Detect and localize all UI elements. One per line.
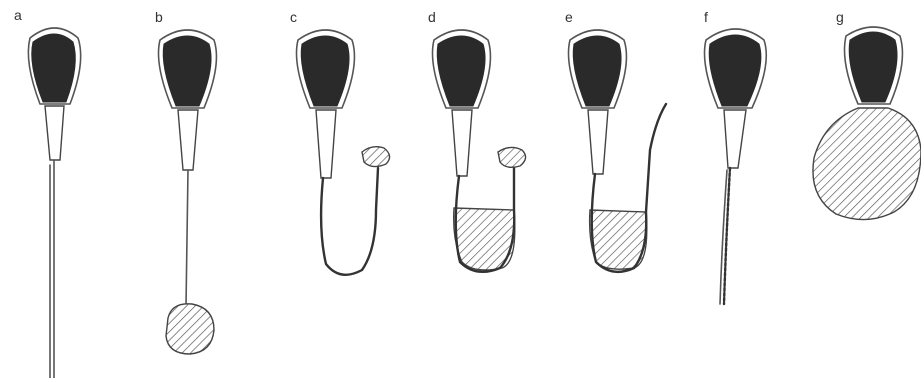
panel-g: g xyxy=(813,9,921,220)
tail-tip-droplet xyxy=(498,147,526,167)
panel-label-f: f xyxy=(704,9,708,25)
sperm-head xyxy=(437,36,485,106)
panel-e: e xyxy=(565,9,666,272)
panel-label-c: c xyxy=(290,9,297,25)
midpiece xyxy=(724,110,746,168)
sperm-head xyxy=(32,34,76,102)
panel-d: d xyxy=(428,9,526,272)
panel-label-d: d xyxy=(428,9,436,25)
tail xyxy=(186,170,188,306)
panel-label-e: e xyxy=(565,9,573,25)
midpiece xyxy=(316,110,336,178)
sperm-head xyxy=(163,36,211,106)
panel-label-b: b xyxy=(155,9,163,25)
midpiece xyxy=(178,110,198,170)
tail-tip-droplet xyxy=(362,147,390,167)
sperm-head xyxy=(849,32,897,102)
panel-label-a: a xyxy=(14,7,22,23)
panel-f: f xyxy=(704,9,766,304)
panel-c: c xyxy=(290,9,390,275)
sperm-head xyxy=(573,36,621,106)
sperm-head xyxy=(709,35,761,106)
midpiece xyxy=(452,110,472,176)
midpiece xyxy=(45,106,64,160)
sperm-head xyxy=(301,36,349,106)
panel-label-g: g xyxy=(836,9,844,25)
twisted-tail xyxy=(724,168,730,304)
panel-b: b xyxy=(155,9,216,354)
panel-a: a xyxy=(14,7,81,378)
cytoplasmic-droplet xyxy=(166,304,214,354)
coiled-tail xyxy=(321,168,378,275)
midpiece xyxy=(588,110,608,174)
large-tail-droplet xyxy=(813,108,921,220)
